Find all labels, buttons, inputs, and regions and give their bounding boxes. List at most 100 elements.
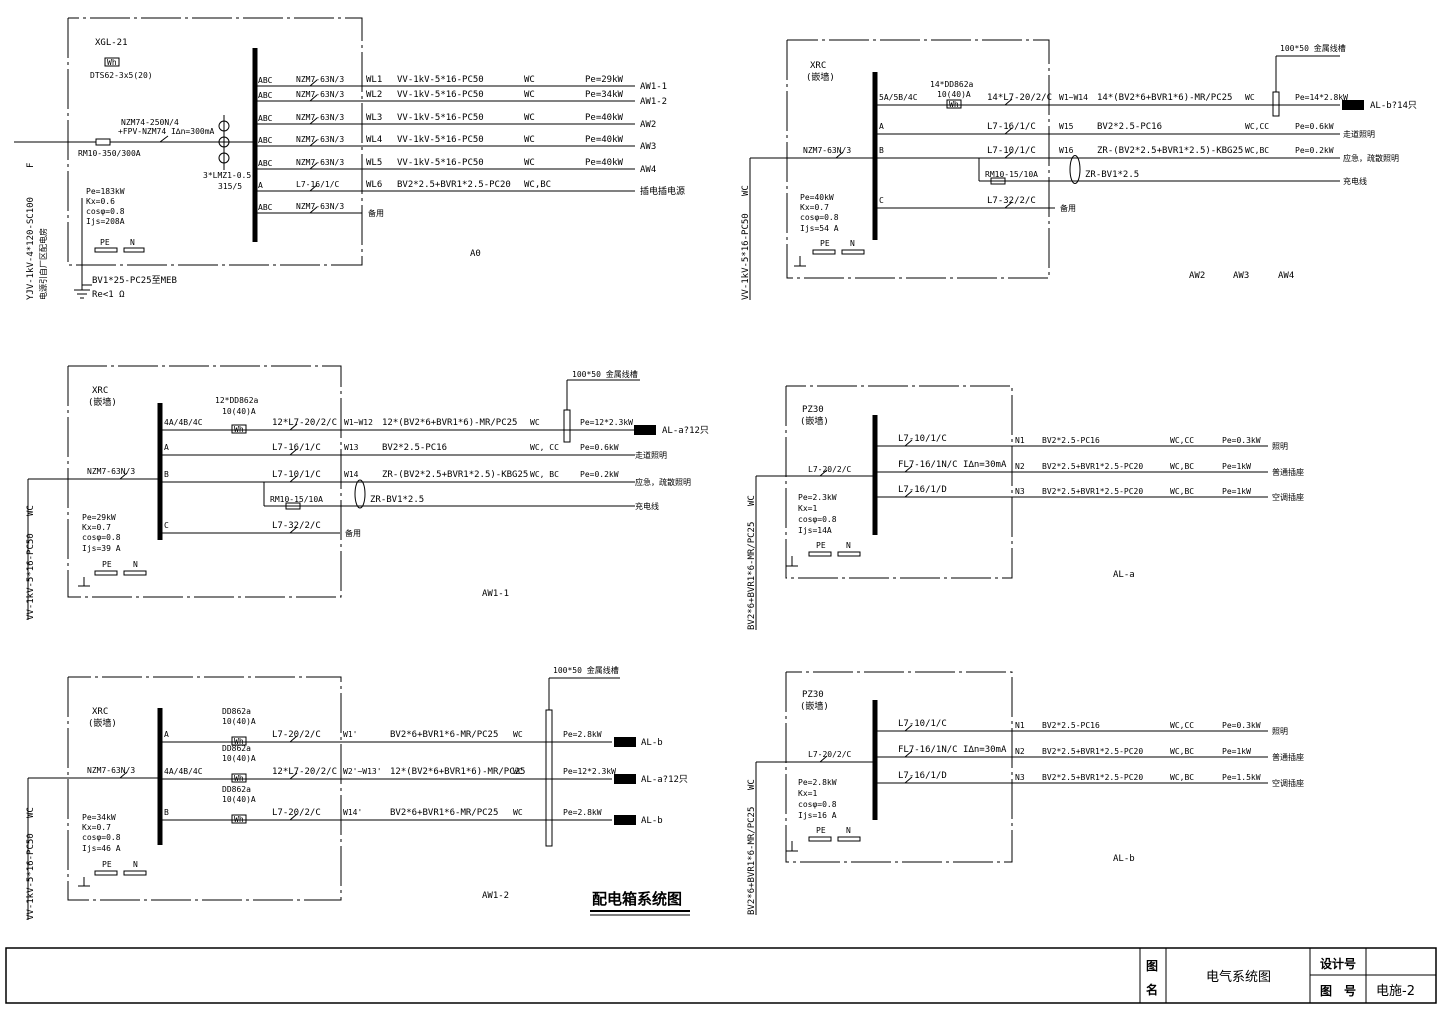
aw11-circuit-power: Pe=0.2kW: [580, 470, 619, 479]
aw234-param: Kx=0.7: [800, 203, 829, 212]
aw234-circuit-phase: B: [879, 146, 884, 155]
a0-circuit-cable: VV-1kV-5*16-PC50: [397, 90, 484, 100]
a0-circuit-id: WL2: [366, 90, 382, 100]
aw234-circuit-dest: 走道照明: [1343, 129, 1375, 139]
a0-circuit-lay: WC: [524, 158, 535, 168]
panel-aw234: 100*50 金属线槽 Wh 14*DD862a 10(40)A XRC (嵌墙…: [741, 39, 1417, 300]
panel-ala: PZ30 (嵌墙) L7-20/2/C Pe=2.3kW Kx=1 cosφ=0…: [747, 385, 1304, 630]
aw11-circuit-power: Pe=0.6kW: [580, 443, 619, 452]
alb-circuit-id: N1: [1015, 721, 1025, 730]
alb-box-mount: (嵌墙): [800, 700, 829, 712]
aw12-circuit-breaker: 12*L7-20/2/C: [272, 767, 337, 777]
alb-incoming-lay: WC: [747, 779, 757, 790]
aw12-circuit-lay: WC: [513, 767, 523, 776]
aw12-main-breaker: NZM7-63N/3: [87, 766, 135, 775]
a0-ct: 3*LMZ1-0.5: [203, 171, 251, 180]
aw11-circuit-breaker: 12*L7-20/2/C: [272, 418, 337, 428]
aw12-circuit-cable: BV2*6+BVR1*6-MR/PC25: [390, 730, 498, 740]
drawing-title: 配电箱系统图: [592, 890, 682, 908]
alb-circuit-breaker: L7-10/1/C: [898, 719, 947, 729]
aw12-param: Kx=0.7: [82, 823, 111, 832]
aw12-feeder-arrow: [614, 815, 636, 825]
aw11-n-bar: [123, 570, 147, 576]
ala-label: AL-a: [1113, 570, 1135, 580]
aw11-main-breaker: NZM7-63N/3: [87, 467, 135, 476]
aw12-feeder-arrow: [614, 737, 636, 747]
aw12-circuit-phase: B: [164, 808, 169, 817]
ala-circuit-power: Pe=1kW: [1222, 462, 1251, 471]
ala-circuit-breaker: L7-10/1/C: [898, 434, 947, 444]
ala-incoming-lay: WC: [747, 495, 757, 506]
breaker-symbol: [289, 813, 298, 821]
a0-fuse-symbol: [95, 138, 111, 146]
aw12-meter-label: Wh: [234, 774, 244, 783]
a0-circuit-id: WL1: [366, 75, 382, 85]
aw11-circuit-dest: 充电线: [635, 501, 659, 511]
aw234-trunking: [1272, 91, 1280, 117]
aw11-pe-bar: [94, 570, 118, 576]
alb-param: Ijs=16 A: [798, 811, 837, 820]
a0-circuit-phase: ABC: [258, 136, 273, 145]
aw234-param: Pe=40kW: [800, 193, 834, 202]
aw11-cable-bundle-mark: [354, 479, 366, 509]
aw234-circuit-breaker: 14*L7-20/2/C: [987, 93, 1052, 103]
a0-circuit-phase: ABC: [258, 76, 273, 85]
aw12-circuit-dest: AL-a?12只: [641, 775, 688, 785]
a0-circuit-cable: VV-1kV-5*16-PC50: [397, 135, 484, 145]
aw11-circuit-dest: 走道照明: [635, 450, 667, 460]
breaker-symbol: [904, 490, 913, 498]
a0-meter-label: Wh: [107, 58, 117, 67]
a0-pe-label: PE: [100, 238, 110, 247]
aw11-circuit-breaker: L7-10/1/C: [272, 470, 321, 480]
a0-circuit-dest: 插电插电源: [640, 185, 685, 197]
aw12-n-label: N: [133, 860, 138, 869]
aw12-circuit-id: W14': [343, 808, 362, 817]
aw234-label: AW3: [1233, 271, 1249, 281]
panel-aw11: 100*50 金属线槽 Wh 12*DD862a 10(40)A XRC (嵌墙…: [26, 365, 709, 620]
ala-circuit-lay: WC,BC: [1170, 487, 1194, 496]
aw12-circuit-meter-rating: 10(40)A: [222, 717, 256, 726]
breaker-symbol: [289, 448, 298, 456]
a0-ct-ratio: 315/5: [218, 182, 242, 191]
aw11-circuit-phase: A: [164, 443, 169, 452]
breaker-symbol: [309, 184, 318, 192]
aw234-circuit-cable: BV2*2.5-PC16: [1097, 122, 1162, 132]
title-block-drawing-no-label: 图 号: [1320, 983, 1356, 998]
alb-circuit-lay: WC,CC: [1170, 721, 1194, 730]
aw12-trunking: [545, 709, 553, 847]
aw234-circuit-dest: 备用: [1060, 203, 1076, 213]
aw12-circuit-id: W2'~W13': [343, 767, 382, 776]
aw234-circuit-power: Pe=14*2.8kW: [1295, 93, 1348, 102]
alb-param: Pe=2.8kW: [798, 778, 837, 787]
alb-circuit-power: Pe=0.3kW: [1222, 721, 1261, 730]
a0-circuit-cable: VV-1kV-5*16-PC50: [397, 158, 484, 168]
aw11-circuit-dest: 应急，疏散照明: [635, 477, 691, 487]
aw11-meter-rating: 10(40)A: [222, 407, 256, 416]
ala-param: cosφ=0.8: [798, 515, 837, 524]
aw12-trunking-label: 100*50 金属线槽: [553, 665, 619, 675]
aw11-trunking: [563, 409, 571, 443]
aw12-pe-label: PE: [102, 860, 112, 869]
aw234-circuit-id: W1~W14: [1059, 93, 1088, 102]
aw234-circuit-dest: 充电线: [1343, 176, 1367, 186]
aw234-circuit-breaker: L7-32/2/C: [987, 196, 1036, 206]
aw234-circuit-phase: 5A/5B/4C: [879, 93, 918, 102]
a0-circuit-dest: AW1-2: [640, 97, 667, 107]
breaker-symbol: [1004, 151, 1013, 159]
aw12-label: AW1-2: [482, 891, 509, 901]
a0-circuit-breaker: NZM7-63N/3: [296, 90, 344, 99]
aw12-circuit-cable: 12*(BV2*6+BVR1*6)-MR/PC25: [390, 767, 525, 777]
aw11-param: cosφ=0.8: [82, 533, 121, 542]
aw12-incoming-cable: VV-1kV-5*16-PC50: [26, 833, 36, 920]
a0-circuit-breaker: NZM7-63N/3: [296, 202, 344, 211]
a0-circuit-breaker: NZM7-63N/3: [296, 158, 344, 167]
aw11-circuit-power: Pe=12*2.3kW: [580, 418, 633, 427]
alb-incoming-cable: BV2*6+BVR1*6-MR/PC25: [747, 807, 757, 915]
aw12-circuit-breaker: L7-20/2/C: [272, 730, 321, 740]
aw234-circuit-dest: AL-b?14只: [1370, 101, 1417, 111]
aw234-fuse: RM10-15/10A: [985, 170, 1038, 179]
aw234-label: AW4: [1278, 271, 1294, 281]
alb-circuit-breaker: L7-16/1/D: [898, 771, 947, 781]
